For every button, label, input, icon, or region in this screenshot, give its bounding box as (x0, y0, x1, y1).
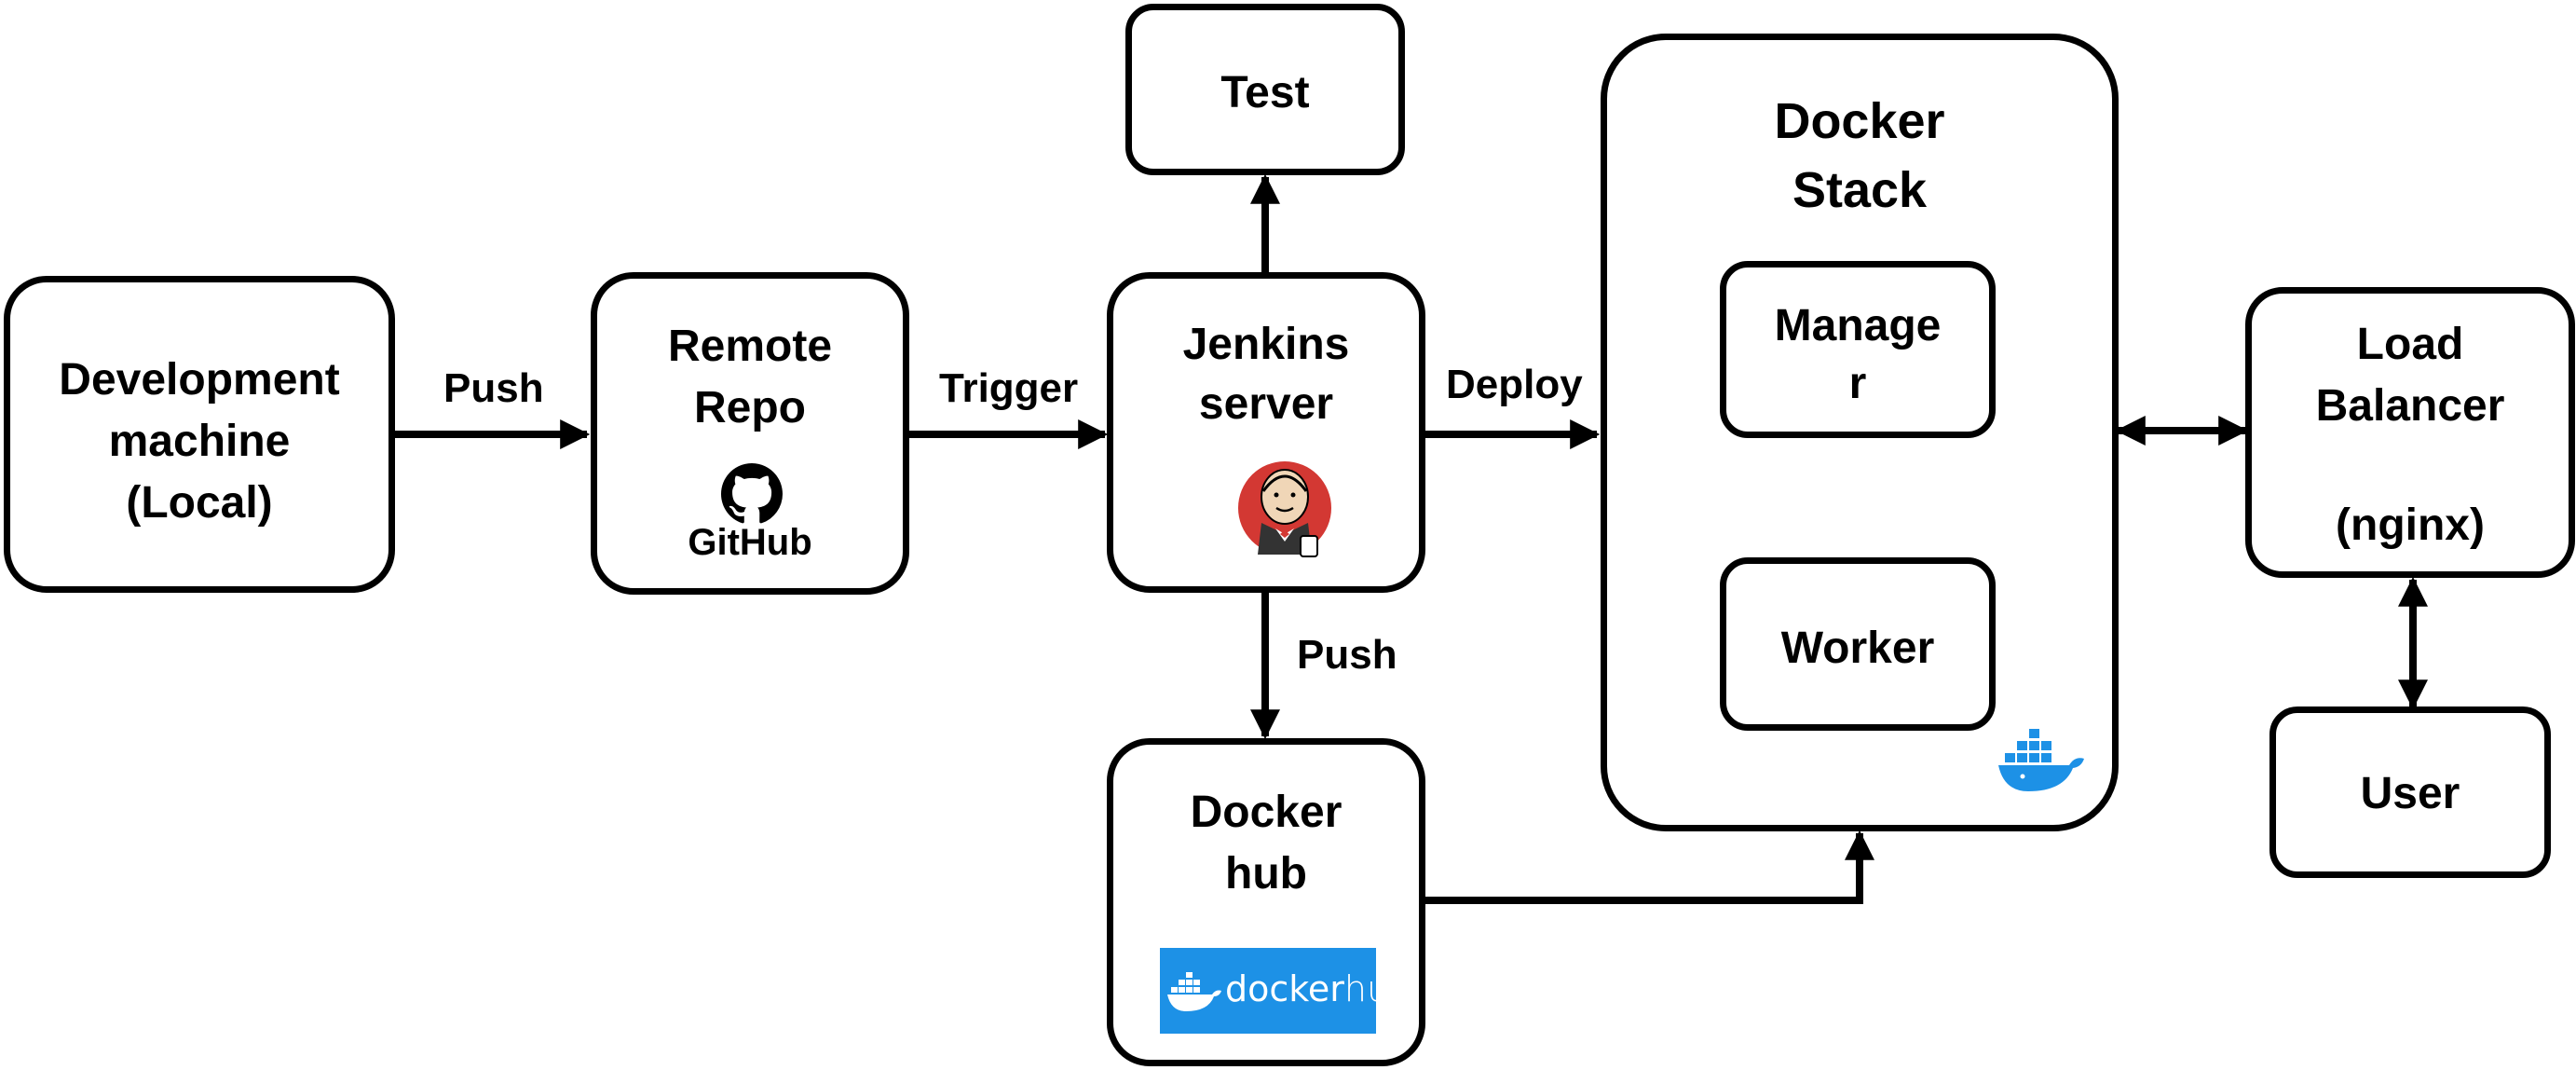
node-worker[interactable]: Worker (1720, 557, 1996, 731)
node-label-line1: Remote (667, 322, 833, 371)
node-test[interactable]: Test (1125, 4, 1405, 175)
github-octocat-icon (721, 463, 783, 524)
github-wordmark: GitHub (688, 522, 812, 563)
node-label-line1: Jenkins (1182, 320, 1350, 369)
dockerhub-logo: dockerhub (1160, 948, 1411, 1034)
node-label-line3: (nginx) (2336, 501, 2485, 550)
node-label-line1: Docker (1190, 788, 1343, 837)
node-development-machine[interactable]: Development machine (Local) (4, 276, 395, 593)
node-label-line1: Load (2356, 320, 2464, 369)
node-label: User (2360, 769, 2460, 818)
node-label-line2: machine (108, 417, 291, 466)
node-label-line3: (Local) (126, 478, 273, 528)
node-label-line2: server (1198, 379, 1334, 429)
node-label: Worker (1780, 624, 1935, 673)
jenkins-butler-icon (1238, 461, 1331, 557)
node-label-line2: Stack (1792, 162, 1928, 218)
node-load-balancer[interactable]: Load Balancer (nginx) (2245, 287, 2575, 578)
edge-label-deploy: Deploy (1446, 362, 1583, 407)
dockerhub-wordmark-b: hub (1343, 968, 1412, 1009)
node-label-line1: Development (59, 355, 340, 405)
node-user[interactable]: User (2269, 706, 2551, 878)
node-label: Test (1220, 68, 1310, 117)
node-label-line2: Balancer (2315, 381, 2505, 431)
dockerhub-wordmark-a: docker (1225, 968, 1344, 1009)
docker-whale-icon (1167, 972, 1221, 1011)
node-label-line2: hub (1225, 849, 1307, 899)
node-label-line2: r (1848, 359, 1867, 408)
node-label-line1: Manage (1774, 301, 1942, 350)
edge-label-push-dockerhub: Push (1297, 632, 1397, 678)
node-remote-repo[interactable]: Remote Repo GitHub (591, 272, 909, 595)
edge-label-push: Push (443, 365, 544, 411)
node-label-line1: Docker (1774, 93, 1945, 149)
node-docker-hub[interactable]: Docker hub dockerhub (1107, 738, 1425, 1066)
arrow-dockerhub-to-stack (1425, 830, 1874, 904)
edge-label-trigger: Trigger (939, 365, 1079, 411)
node-manager[interactable]: Manage r (1720, 261, 1996, 438)
docker-whale-icon (1998, 729, 2084, 791)
node-jenkins-server[interactable]: Jenkins server (1107, 272, 1425, 593)
node-label-line2: Repo (694, 383, 806, 432)
